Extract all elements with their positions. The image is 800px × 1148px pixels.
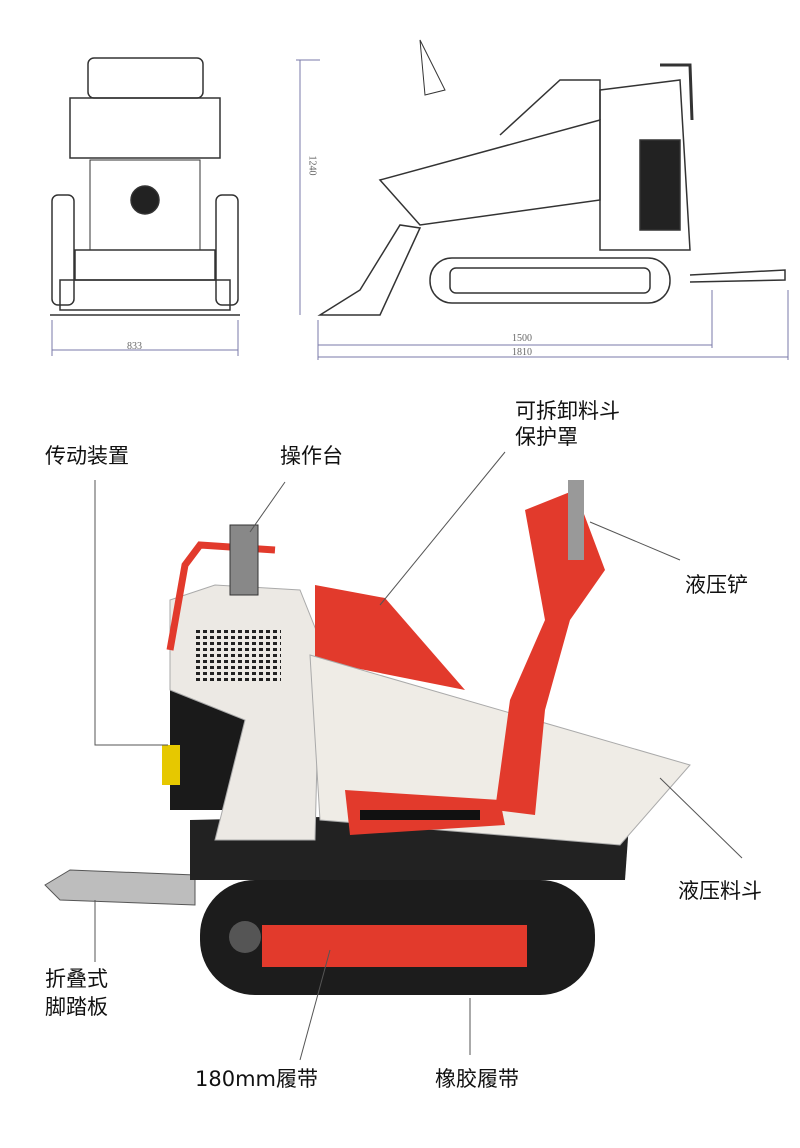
label-footboard-1: 折叠式 — [45, 967, 108, 991]
total-length-value: 1810 — [512, 347, 532, 358]
side-dimensions — [296, 59, 789, 360]
hydraulic-cylinder — [360, 810, 480, 820]
label-hydraulic-shovel: 液压铲 — [685, 573, 748, 597]
label-rubber-track: 橡胶履带 — [435, 1067, 519, 1091]
front-width-value: 833 — [127, 341, 142, 352]
front-view-drawing — [50, 57, 240, 316]
console — [229, 524, 259, 596]
label-track-width: 180mm履带 — [195, 1067, 318, 1091]
track-red-plate — [262, 925, 527, 967]
shovel-arm — [495, 490, 605, 815]
label-footboard-2: 脚踏板 — [45, 995, 108, 1019]
footboard — [44, 869, 196, 906]
label-hopper-guard-2: 保护罩 — [515, 425, 578, 449]
hopper-guard — [315, 585, 465, 690]
vent-grille — [196, 628, 281, 683]
label-hydraulic-hopper: 液压料斗 — [678, 879, 762, 903]
shovel-blade — [568, 480, 584, 560]
side-view-drawing — [317, 39, 786, 316]
leader-lines — [94, 451, 743, 1061]
height-value: 1240 — [306, 155, 318, 176]
front-width-dimension — [51, 320, 239, 356]
track-length-value: 1500 — [512, 333, 532, 344]
label-console: 操作台 — [280, 444, 343, 468]
mini-dumper-illustration — [44, 480, 691, 995]
label-transmission: 传动装置 — [45, 444, 129, 468]
label-hopper-guard-1: 可拆卸料斗 — [515, 399, 620, 423]
